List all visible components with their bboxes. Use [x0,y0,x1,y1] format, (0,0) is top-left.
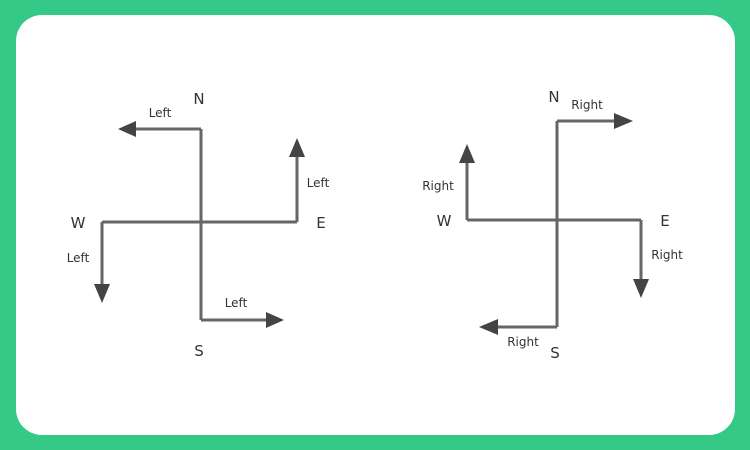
left-turn-diagram: N S E W Left Left Left Left [67,90,330,360]
left-north-turn-label: Left [149,106,172,120]
right-north-arrow-head [614,113,633,129]
left-south-arrow-head [266,312,284,328]
right-east-label: E [660,212,669,230]
left-north-label: N [193,90,204,108]
right-north-label: N [548,88,559,106]
right-west-arrow-head [459,144,475,163]
left-west-arrow-head [94,284,110,303]
left-west-turn-label: Left [67,251,90,265]
right-south-turn-label: Right [507,335,539,349]
right-turn-diagram: N S E W Right Right Right Right [422,88,683,362]
left-east-arrow-head [289,138,305,157]
left-south-label: S [194,342,204,360]
left-east-turn-label: Left [307,176,330,190]
right-east-turn-label: Right [651,248,683,262]
diagram-card [16,15,735,435]
right-east-arrow-head [633,279,649,298]
right-west-turn-label: Right [422,179,454,193]
right-south-arrow-head [479,319,498,335]
right-south-label: S [550,344,560,362]
right-west-label: W [437,212,452,230]
left-north-arrow-head [118,121,136,137]
left-west-label: W [71,214,86,232]
left-south-turn-label: Left [225,296,248,310]
right-north-turn-label: Right [571,98,603,112]
left-east-label: E [316,214,325,232]
